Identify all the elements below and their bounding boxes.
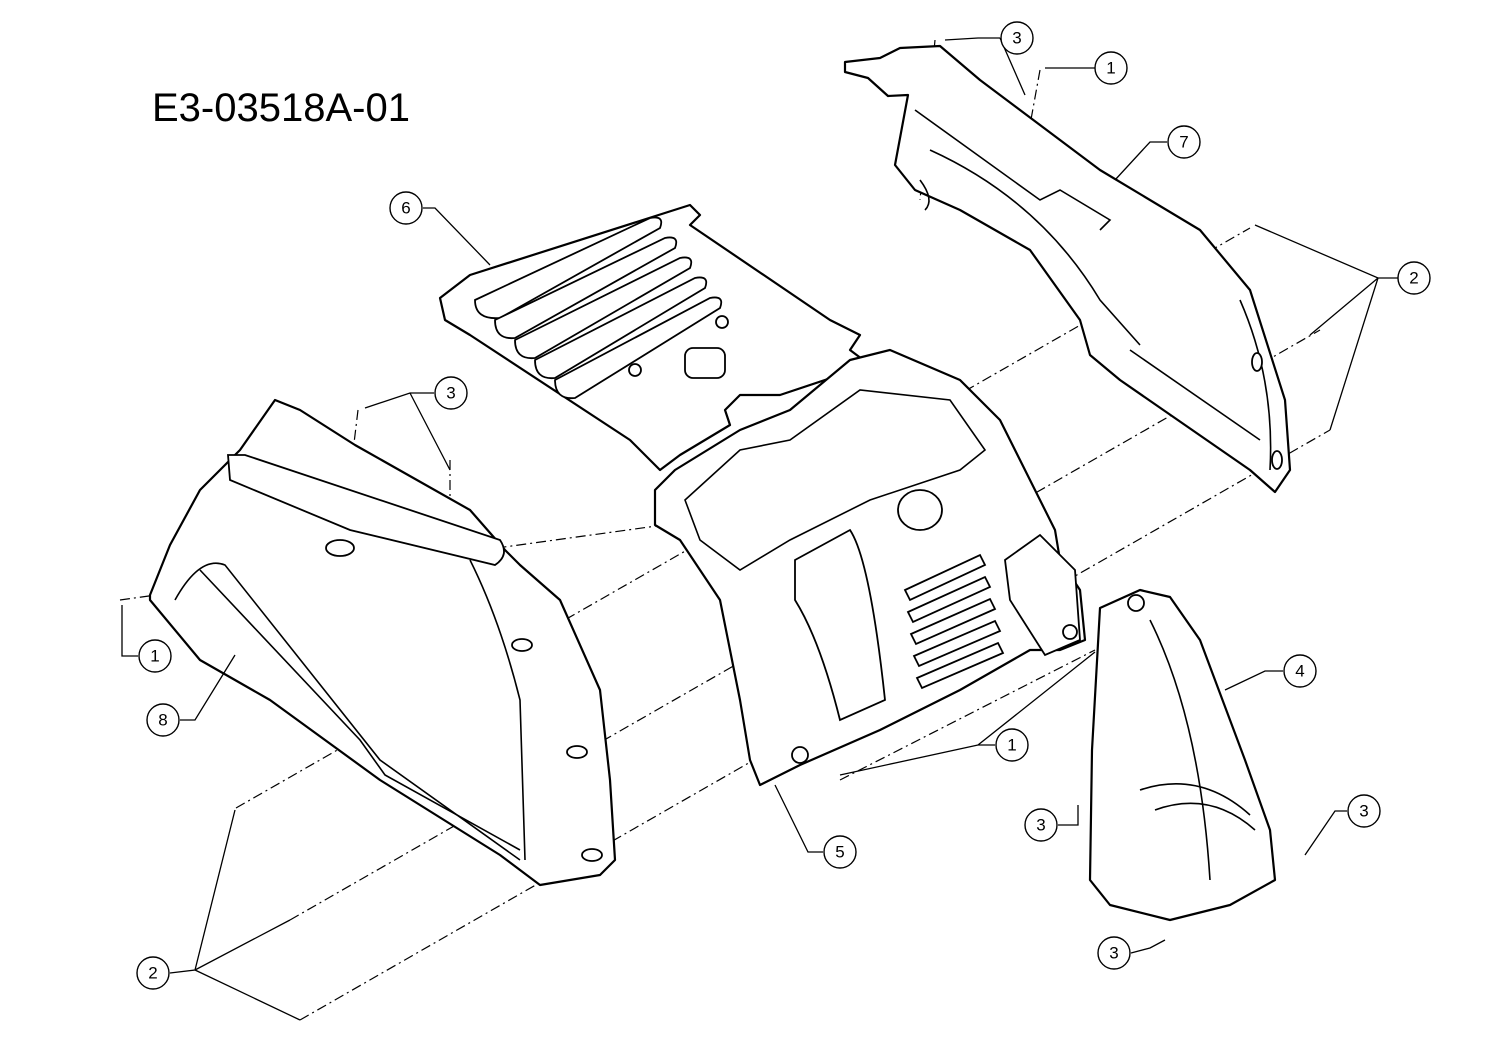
callout-label: 1 [150,647,159,666]
drawing-code-title: E3-03518A-01 [152,86,410,130]
callout-5: 3 [434,376,468,410]
callout-2: 7 [1167,125,1201,159]
callout-label: 3 [1109,944,1118,963]
part-5-dash-panel [653,348,1087,787]
callout-label: 4 [1295,662,1304,681]
part-7-right-fender [843,44,1292,494]
leader-lines [121,37,1398,1021]
callout-label: 5 [835,843,844,862]
callout-11: 3 [1347,794,1381,828]
part-4-cover [1088,588,1277,922]
part-8-left-fender [148,398,617,887]
callout-10: 5 [823,835,857,869]
callout-14: 2 [136,956,170,990]
callout-0: 3 [1000,21,1034,55]
callout-label: 3 [1359,802,1368,821]
callout-1: 1 [1094,51,1128,85]
callout-label: 3 [446,384,455,403]
callout-label: 6 [401,199,410,218]
callout-8: 4 [1283,654,1317,688]
callout-7: 8 [146,703,180,737]
callout-6: 1 [138,639,172,673]
part-6-top-plate [438,203,872,472]
callout-label: 3 [1036,816,1045,835]
callout-label: 1 [1007,736,1016,755]
callout-label: 8 [158,711,167,730]
callout-label: 3 [1012,29,1021,48]
callout-9: 1 [995,728,1029,762]
callout-label: 2 [148,964,157,983]
callout-label: 1 [1106,59,1115,78]
callout-12: 3 [1024,808,1058,842]
callout-label: 7 [1179,133,1188,152]
callout-13: 3 [1097,936,1131,970]
callout-label: 2 [1409,269,1418,288]
callout-3: 2 [1397,261,1431,295]
callout-4: 6 [389,191,423,225]
